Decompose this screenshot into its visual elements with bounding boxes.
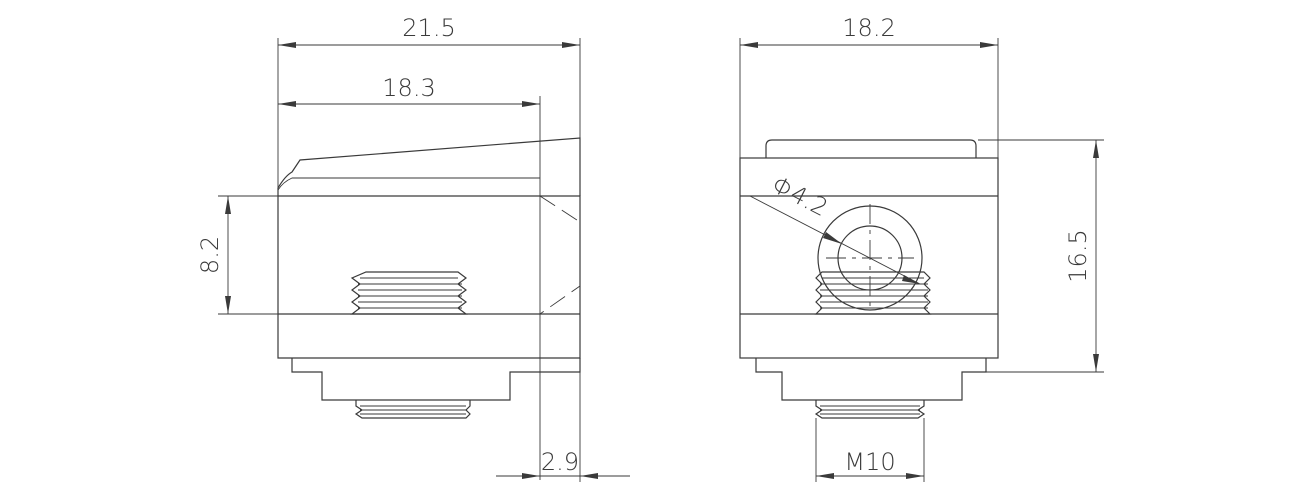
dim-front-width-label: 18.2 (842, 14, 895, 42)
dim-thread-label: M10 (844, 448, 895, 476)
dim-front-height: 16.5 (978, 139, 1104, 373)
side-view: 21.5 18.3 8.2 2.9 (196, 14, 630, 482)
side-lower-thread (354, 400, 471, 419)
front-body (739, 157, 999, 359)
dim-thread: M10 (815, 418, 925, 482)
dim-hole-diameter-label: Φ4.2 (767, 170, 832, 222)
front-view: Φ4.2 18.2 16.5 M10 (739, 14, 1104, 482)
dim-overall-width: 21.5 (277, 14, 581, 196)
dim-offset: 2.9 (496, 372, 630, 482)
side-body (277, 195, 581, 359)
side-wedge (277, 137, 581, 196)
side-upper-thread (350, 271, 468, 315)
front-thread (814, 271, 932, 315)
dim-hole-diameter: Φ4.2 (749, 170, 921, 285)
front-top-cap (765, 139, 977, 158)
dim-height: 8.2 (196, 195, 278, 315)
side-hidden-chamfer (539, 195, 581, 315)
front-lower-thread (814, 400, 926, 419)
front-base (755, 358, 987, 401)
dim-top-width: 18.3 (278, 74, 541, 480)
side-wedge-inner-edge (277, 177, 540, 191)
dim-front-height-label: 16.5 (1064, 229, 1092, 282)
side-base (291, 358, 581, 401)
dim-overall-width-label: 21.5 (402, 14, 455, 42)
dim-front-width: 18.2 (739, 14, 999, 158)
dim-offset-label: 2.9 (541, 448, 579, 476)
dim-height-label: 8.2 (196, 236, 224, 274)
dim-top-width-label: 18.3 (382, 74, 435, 102)
